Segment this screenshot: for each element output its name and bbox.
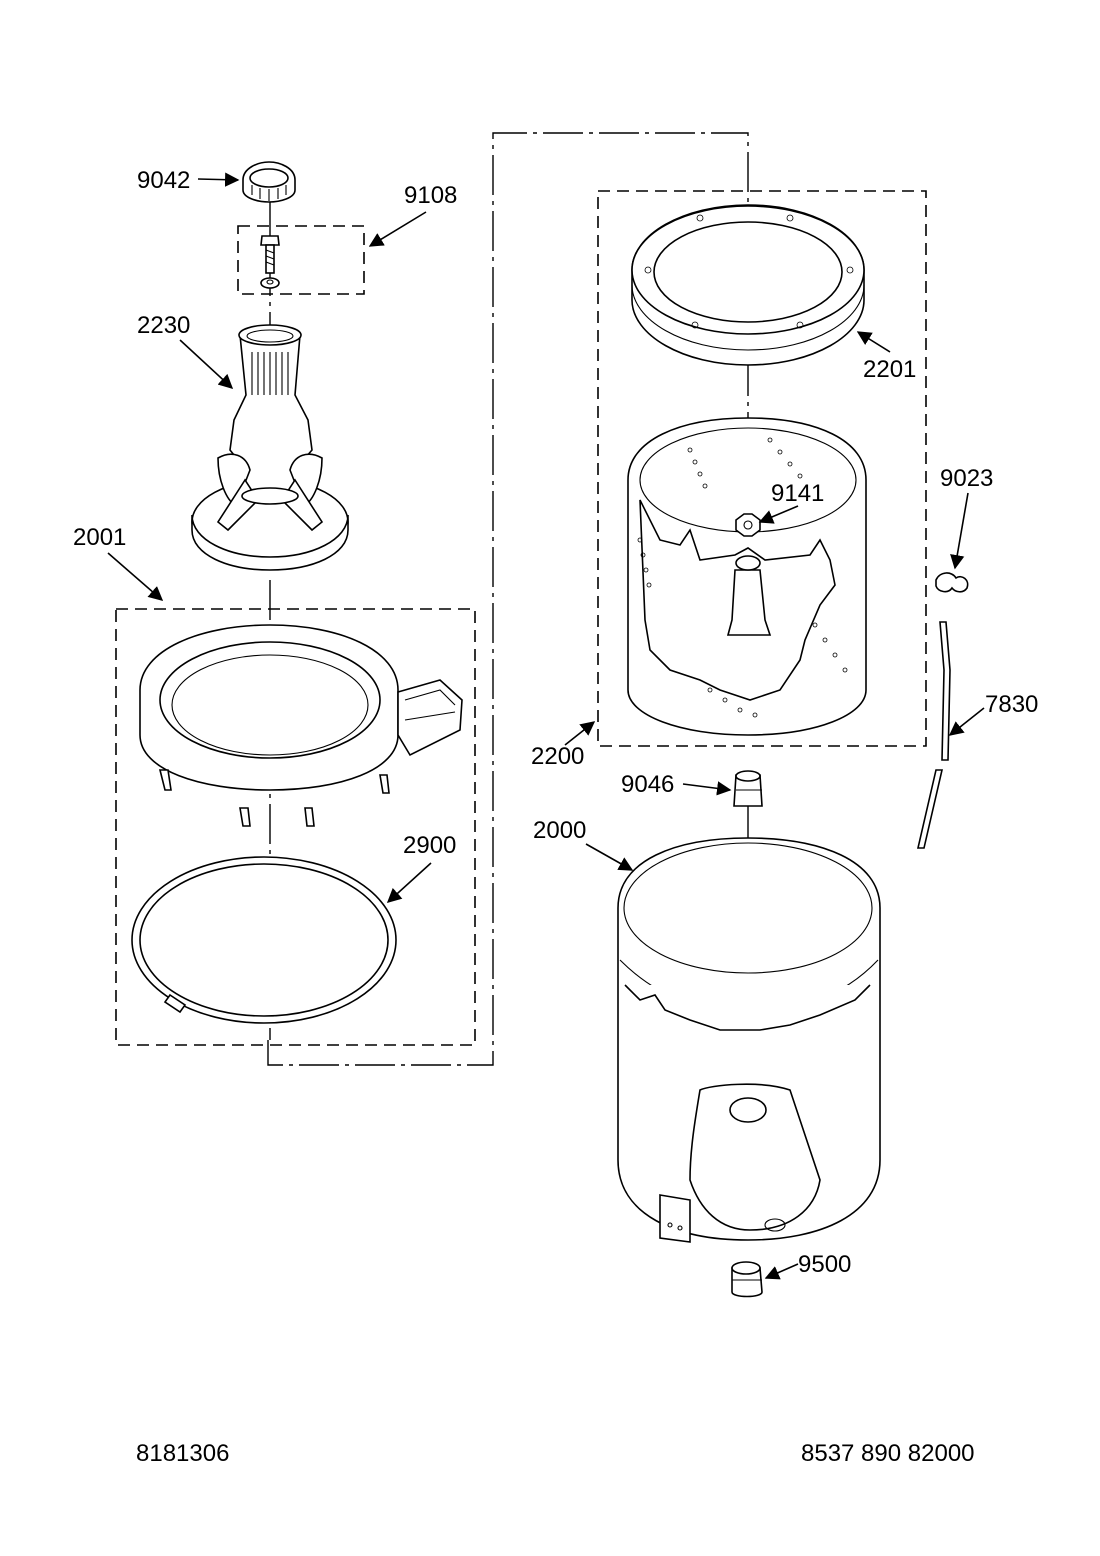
assembly-box-2001 [115, 608, 476, 1046]
spin-basket-icon [627, 417, 867, 736]
leader-9046 [682, 781, 732, 796]
callout-2001: 2001 [73, 524, 126, 551]
bushing-icon [733, 770, 763, 807]
callout-9042: 9042 [137, 167, 190, 194]
leader-2200 [564, 721, 596, 746]
drain-plug-icon [731, 1261, 763, 1298]
footer-left-code: 8181306 [136, 1440, 229, 1467]
balance-ring-icon [631, 204, 865, 366]
callout-7830: 7830 [985, 691, 1038, 718]
leader-7830 [948, 707, 985, 736]
callout-9141: 9141 [771, 480, 824, 507]
kit-box-9108 [237, 225, 365, 295]
leader-2000 [585, 843, 634, 871]
leader-2230 [179, 339, 234, 389]
callout-9108: 9108 [404, 182, 457, 209]
leader-9023 [950, 492, 969, 570]
leader-2900 [386, 862, 432, 903]
callout-9046: 9046 [621, 771, 674, 798]
callout-2000: 2000 [533, 817, 586, 844]
group-connector-line [267, 132, 749, 1066]
leader-2001 [107, 552, 164, 601]
leader-9500 [764, 1263, 799, 1280]
hose-icon [916, 621, 951, 849]
leader-9141 [758, 505, 799, 524]
agitator-cap-icon [242, 161, 296, 203]
leader-9108 [368, 211, 427, 247]
agitator-icon [191, 324, 349, 571]
hub-nut-icon [735, 513, 761, 537]
callout-2201: 2201 [863, 356, 916, 383]
tub-ring-icon [139, 624, 463, 827]
callout-2900: 2900 [403, 832, 456, 859]
leader-2201 [856, 331, 891, 353]
callout-2230: 2230 [137, 312, 190, 339]
footer-right-code: 8537 890 82000 [801, 1440, 975, 1467]
callout-9023: 9023 [940, 465, 993, 492]
callout-2200: 2200 [531, 743, 584, 770]
hose-clamp-icon [935, 572, 969, 593]
assembly-box-2200 [597, 190, 927, 747]
leader-9042 [197, 172, 240, 187]
bolt-washer-kit-icon [260, 235, 280, 289]
outer-tub-icon [617, 837, 881, 1243]
callout-9500: 9500 [798, 1251, 851, 1278]
snap-ring-icon [131, 856, 397, 1024]
